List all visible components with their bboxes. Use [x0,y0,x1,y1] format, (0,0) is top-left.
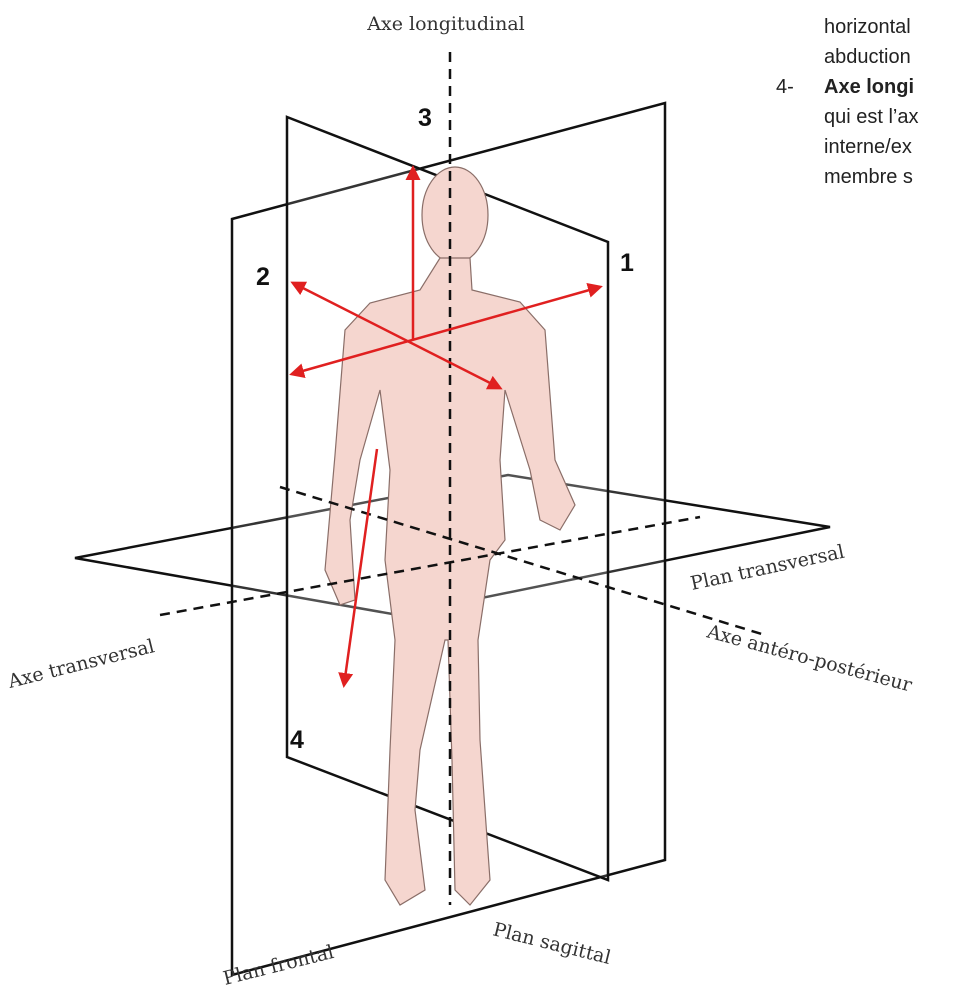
side-text-excerpt: horizontal abduction 4-Axe longi qui est… [776,12,958,192]
side-text-line-1: horizontal [776,12,958,42]
label-plan-transversal: Plan transversal [688,541,846,595]
side-text-item-4-number: 4- [776,72,824,102]
label-axe-transversal: Axe transversal [5,635,157,693]
axis-number-2: 2 [256,263,270,291]
label-axe-longitudinal: Axe longitudinal [366,13,524,35]
side-text-line-4: qui est l’ax [776,102,958,132]
axis-number-3: 3 [418,104,432,132]
side-text-item-4-title: Axe longi [824,76,914,98]
axis-number-1: 1 [620,249,634,277]
side-text-line-2: abduction [776,42,958,72]
side-text-line-5: interne/ex [776,132,958,162]
axis-number-4: 4 [290,726,304,754]
side-text-line-6: membre s [776,162,958,192]
label-axe-antero-posterieur: Axe antéro-postérieur [704,620,915,696]
side-text-item-4: 4-Axe longi [776,72,958,102]
label-plan-sagittal: Plan sagittal [491,919,613,969]
